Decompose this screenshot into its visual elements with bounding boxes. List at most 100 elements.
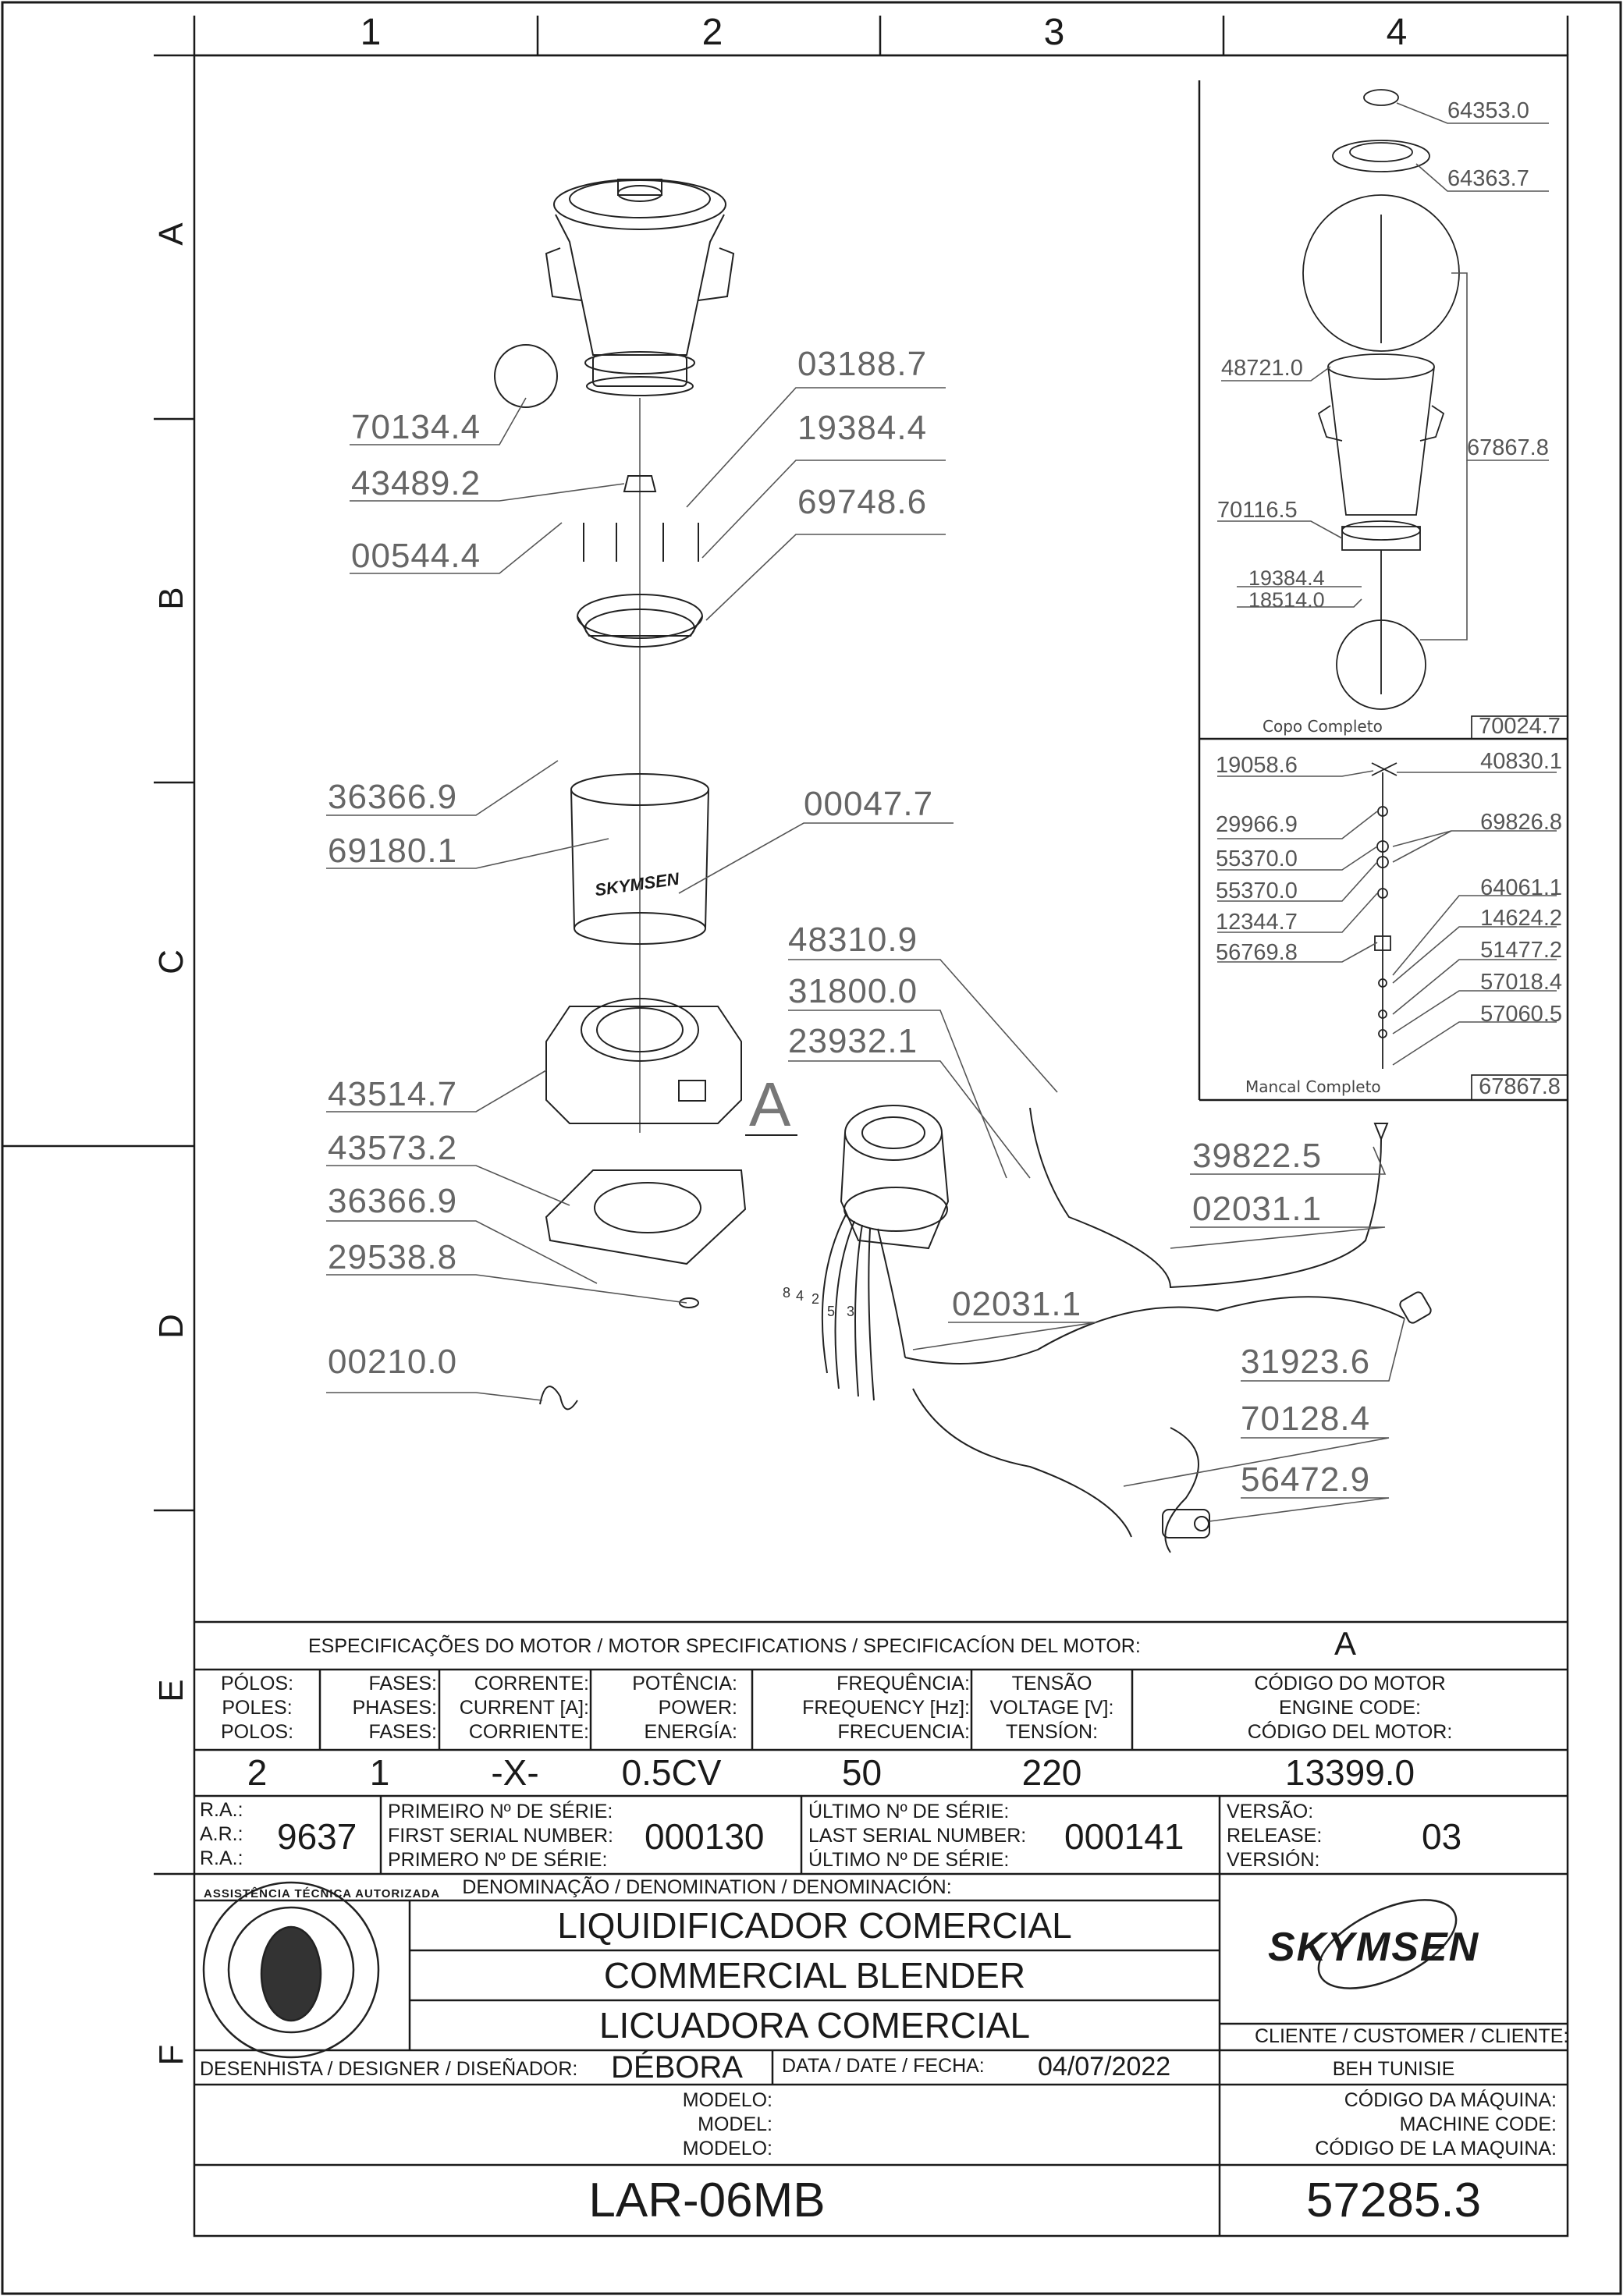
skymsen-logo: SKYMSEN: [1268, 1925, 1480, 1970]
wire-number: 5: [827, 1304, 836, 1319]
first-serial-label: PRIMEIRO Nº DE SÉRIE:FIRST SERIAL NUMBER…: [388, 1801, 613, 1871]
detail-callout: 64061.1: [1480, 875, 1562, 900]
callout: 43573.2: [328, 1129, 458, 1167]
grid-col-3: 3: [1043, 12, 1065, 53]
power-value: 0.5CV: [621, 1752, 722, 1793]
grid-row-e: E: [152, 1679, 190, 1702]
poles-value: 2: [247, 1752, 268, 1793]
power-label: POTÊNCIA:POWER:ENERGÍA:: [632, 1673, 737, 1743]
detail-callout: 19058.6: [1216, 753, 1298, 778]
denomination-en: COMMERCIAL BLENDER: [603, 1955, 1026, 1996]
callout: 69748.6: [797, 483, 928, 521]
detail-callout: 14624.2: [1480, 906, 1562, 931]
detail-callout: 56769.8: [1216, 940, 1298, 965]
grid-row-d: D: [152, 1314, 190, 1339]
grid-row-b: B: [152, 587, 190, 610]
detail-callout: 69826.8: [1480, 810, 1562, 835]
callout: 31923.6: [1241, 1343, 1371, 1381]
callout: 02031.1: [1192, 1190, 1323, 1228]
engine-code-value: 13399.0: [1284, 1752, 1415, 1793]
poles-label: PÓLOS:POLES:POLOS:: [220, 1673, 294, 1743]
motor-code-letter: A: [1334, 1625, 1357, 1662]
callout: 23932.1: [788, 1022, 918, 1060]
wire-number: 2: [812, 1291, 820, 1307]
detail-callout: 29966.9: [1216, 812, 1298, 837]
voltage-value: 220: [1021, 1752, 1082, 1793]
phases-label: FASES:PHASES:FASES:: [352, 1673, 437, 1743]
grid-col-1: 1: [360, 12, 382, 53]
client-label: CLIENTE / CUSTOMER / CLIENTE:: [1255, 2025, 1569, 2047]
detail-callout: 57018.4: [1480, 970, 1562, 995]
grid-col-4: 4: [1386, 12, 1408, 53]
model-label: MODELO:MODEL:MODELO:: [682, 2089, 772, 2159]
last-serial-label: ÚLTIMO Nº DE SÉRIE:LAST SERIAL NUMBER:ÚL…: [808, 1801, 1027, 1871]
callout: 00210.0: [328, 1343, 458, 1381]
last-serial-value: 000141: [1064, 1816, 1184, 1857]
copo-completo-label: Copo Completo: [1263, 717, 1383, 736]
callout: 39822.5: [1192, 1137, 1323, 1175]
machine-code-value: 57285.3: [1305, 2174, 1482, 2227]
detail-callout: 51477.2: [1480, 938, 1562, 963]
callout: 00544.4: [351, 537, 481, 575]
detail-callout: 57060.5: [1480, 1002, 1562, 1027]
motor-spec-header: ESPECIFICAÇÕES DO MOTOR / MOTOR SPECIFIC…: [308, 1635, 1141, 1657]
designer-label: DESENHISTA / DESIGNER / DISEÑADOR:: [200, 2058, 578, 2080]
callout: 00047.7: [804, 785, 934, 823]
version-value: 03: [1422, 1816, 1462, 1857]
current-label: CORRENTE:CURRENT [A]:CORRIENTE:: [459, 1673, 589, 1743]
callout: 69180.1: [328, 832, 458, 870]
callout: 19384.4: [797, 409, 928, 447]
denomination-es: LICUADORA COMERCIAL: [598, 2005, 1031, 2046]
frequency-value: 50: [841, 1752, 883, 1793]
model-value: LAR-06MB: [588, 2174, 826, 2227]
callout: 48310.9: [788, 921, 918, 959]
phases-value: 1: [369, 1752, 390, 1793]
designer-name: DÉBORA: [611, 2050, 743, 2085]
detail-callout: 64353.0: [1447, 98, 1529, 123]
callout: 70128.4: [1241, 1400, 1371, 1438]
grid-row-a: A: [152, 222, 190, 246]
callout: 36366.9: [328, 1182, 458, 1220]
seal-graphic: [202, 1881, 1458, 2059]
section-marker: A: [749, 1070, 791, 1139]
callout: 29538.8: [328, 1238, 458, 1276]
callout: 03188.7: [797, 345, 928, 383]
detail-callout: 19384.4: [1248, 566, 1325, 590]
detail-callout: 40830.1: [1480, 749, 1562, 774]
ra-value: 9637: [277, 1816, 357, 1857]
wire-number: 3: [847, 1304, 855, 1319]
version-label: VERSÃO:RELEASE:VERSIÓN:: [1227, 1801, 1323, 1871]
mancal-completo-label: Mancal Completo: [1245, 1077, 1381, 1096]
callout: 36366.9: [328, 778, 458, 816]
callout: 43514.7: [328, 1075, 458, 1113]
detail-callout: 70116.5: [1217, 498, 1298, 523]
denomination-header: DENOMINAÇÃO / DENOMINATION / DENOMINACIÓ…: [462, 1876, 952, 1898]
detail-callout: 48721.0: [1221, 356, 1303, 381]
callout: 70134.4: [351, 408, 481, 446]
current-value: -X-: [491, 1752, 539, 1793]
seal-text: ASSISTÊNCIA TÉCNICA AUTORIZADA: [204, 1887, 441, 1900]
grid-row-f: F: [152, 2044, 190, 2066]
detail-callout: 55370.0: [1216, 878, 1298, 903]
copo-completo-code: 70024.7: [1479, 714, 1561, 739]
client-name: BEH TUNISIE: [1332, 2058, 1455, 2080]
detail-callout: 67867.8: [1467, 435, 1549, 460]
date-value: 04/07/2022: [1038, 2052, 1171, 2081]
wire-number: 8: [783, 1285, 791, 1301]
detail-callout: 64363.7: [1447, 166, 1529, 191]
detail-callout: 12344.7: [1216, 910, 1298, 935]
frequency-label: FREQUÊNCIA:FREQUENCY [Hz]:FRECUENCIA:: [802, 1673, 970, 1743]
first-serial-value: 000130: [645, 1816, 765, 1857]
date-label: DATA / DATE / FECHA:: [782, 2055, 985, 2077]
detail-callout: 55370.0: [1216, 846, 1298, 871]
denomination-pt: LIQUIDIFICADOR COMERCIAL: [557, 1905, 1072, 1946]
detail-callout: 18514.0: [1248, 588, 1325, 612]
machine-code-label: CÓDIGO DA MÁQUINA:MACHINE CODE:CÓDIGO DE…: [1315, 2089, 1557, 2159]
mancal-completo-code: 67867.8: [1479, 1074, 1561, 1099]
callout: 43489.2: [351, 464, 481, 502]
callout: 31800.0: [788, 972, 918, 1010]
wire-number: 4: [796, 1288, 804, 1304]
